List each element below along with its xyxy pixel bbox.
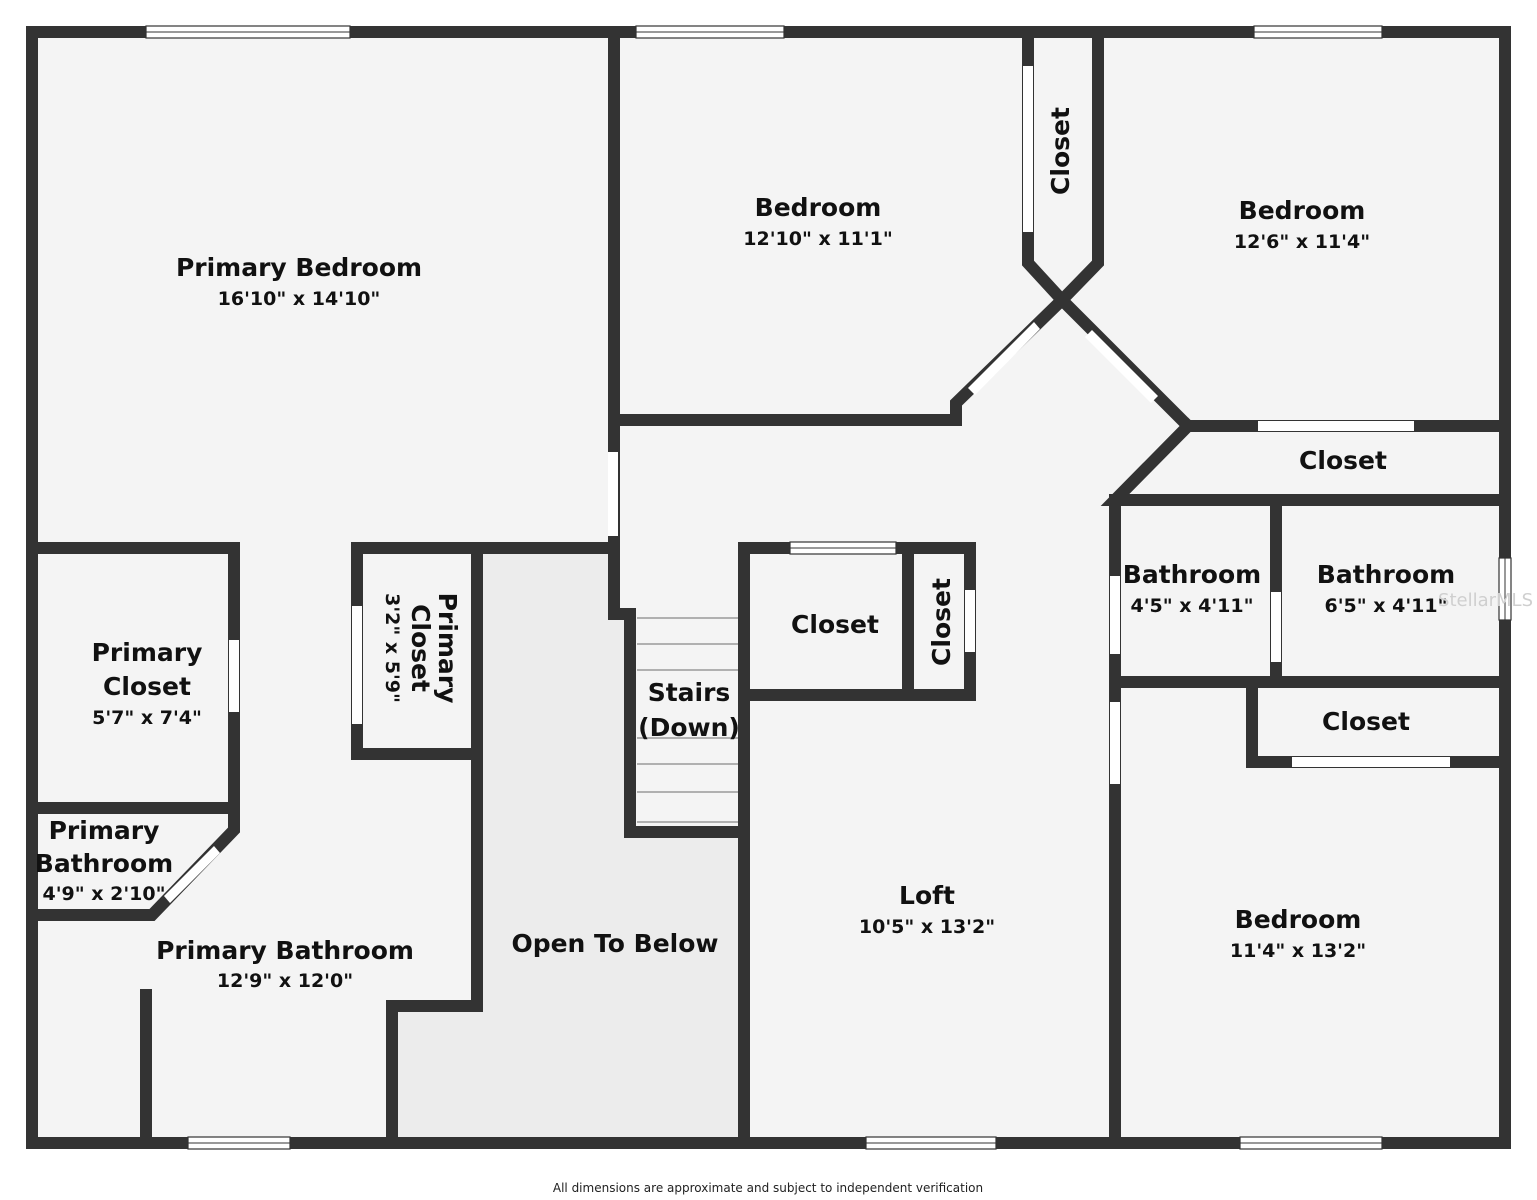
primary-bathroom-small-dims: 4'9" x 2'10"	[42, 883, 165, 905]
bedroom-3-dims: 11'4" x 13'2"	[1230, 940, 1366, 962]
bedroom-3-name: Bedroom	[1235, 905, 1362, 934]
stairs-name-line2: (Down)	[638, 713, 740, 742]
closet-right-name: Closet	[1299, 446, 1387, 475]
primary-bathroom-small-name-line2: Bathroom	[35, 849, 173, 878]
bathroom-2-dims: 6'5" x 4'11"	[1324, 595, 1447, 617]
open-to-below-name: Open To Below	[511, 929, 718, 958]
primary-bathroom-dims: 12'9" x 12'0"	[217, 970, 353, 992]
primary-closet-2-dims: 3'2" x 5'9"	[381, 593, 403, 703]
primary-closet-2-label: Primary Closet 3'2" x 5'9"	[381, 593, 462, 704]
closet-lower-name: Closet	[1322, 707, 1410, 736]
windows	[145, 25, 1512, 1150]
primary-bathroom-small-name-line1: Primary	[49, 816, 160, 845]
closet-small-name: Closet	[927, 578, 956, 666]
floor-area	[32, 32, 1505, 1143]
loft-name: Loft	[899, 881, 955, 910]
closet-mid-name: Closet	[791, 610, 879, 639]
primary-closet-1-dims: 5'7" x 7'4"	[92, 707, 202, 729]
primary-bedroom-dims: 16'10" x 14'10"	[218, 288, 381, 310]
bedroom-1-name: Bedroom	[755, 193, 882, 222]
primary-closet-2-name-line1: Primary	[433, 593, 462, 704]
primary-closet-1-name-line1: Primary	[92, 638, 203, 667]
primary-closet-2-name-line2: Closet	[406, 604, 435, 692]
bedroom-2-dims: 12'6" x 11'4"	[1234, 231, 1370, 253]
stairs-name-line1: Stairs	[648, 678, 731, 707]
primary-closet-1-name-line2: Closet	[103, 672, 191, 701]
closet-top-name: Closet	[1046, 107, 1075, 195]
stair-treads	[637, 617, 738, 823]
bathroom-1-dims: 4'5" x 4'11"	[1130, 595, 1253, 617]
bathroom-2-name: Bathroom	[1317, 560, 1455, 589]
primary-bathroom-name: Primary Bathroom	[156, 936, 414, 965]
bedroom-1-dims: 12'10" x 11'1"	[743, 228, 892, 250]
watermark: StellarMLS	[1438, 590, 1533, 611]
primary-bedroom-name: Primary Bedroom	[176, 253, 422, 282]
door-openings	[164, 66, 1450, 903]
loft-dims: 10'5" x 13'2"	[859, 916, 995, 938]
bedroom-2-name: Bedroom	[1239, 196, 1366, 225]
footer-disclaimer: All dimensions are approximate and subje…	[553, 1181, 983, 1195]
bathroom-1-name: Bathroom	[1123, 560, 1261, 589]
